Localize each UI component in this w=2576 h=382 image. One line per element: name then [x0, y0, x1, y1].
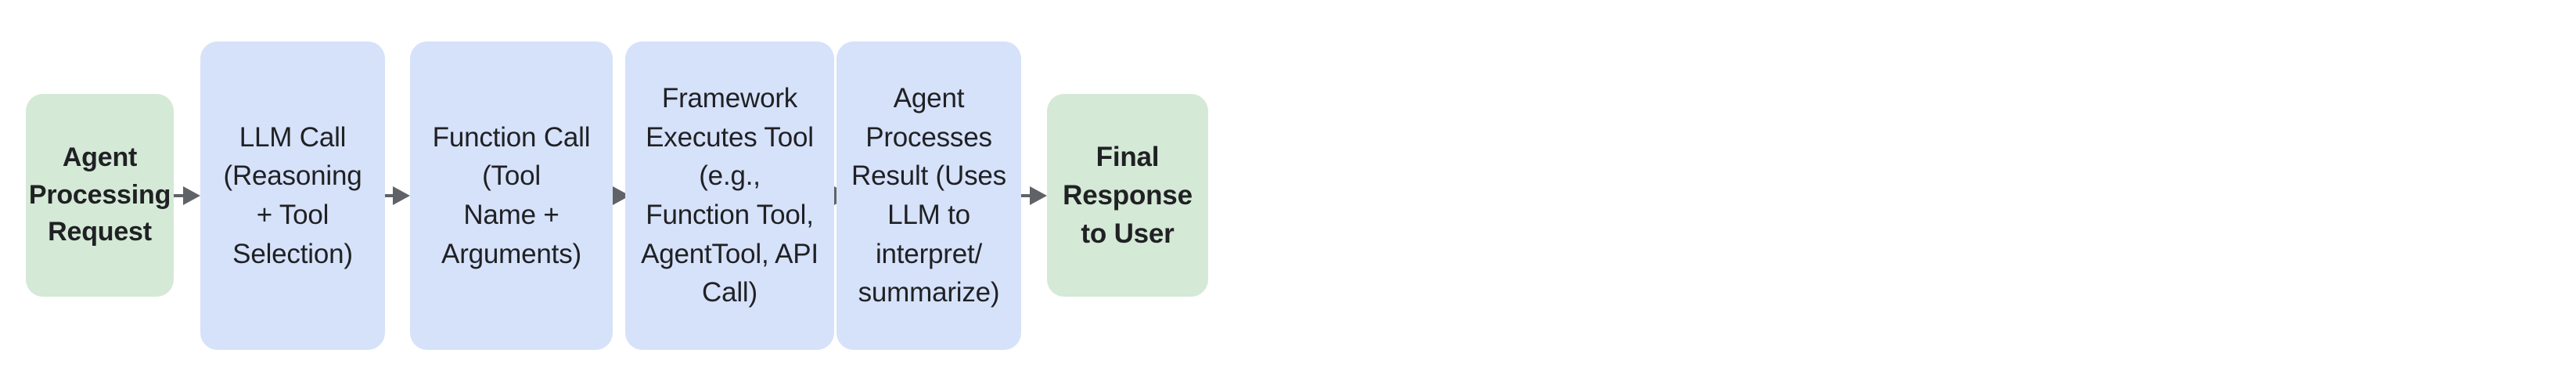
flow-node-label: Final Response to User [1063, 142, 1193, 249]
flow-node-agent-processing-request[interactable]: Agent Processing Request [26, 94, 174, 297]
flow-node-function-call[interactable]: Function Call (Tool Name + Arguments) [410, 41, 613, 350]
flow-connector-agent-processes-result-to-final-response-to-user [1021, 186, 1047, 205]
flow-node-label: Function Call (Tool Name + Arguments) [432, 121, 591, 269]
right-arrow-icon [1030, 186, 1047, 205]
right-arrow-icon [183, 186, 200, 205]
flow-connector-agent-processing-request-to-llm-call [174, 186, 200, 205]
flow-node-label: LLM Call (Reasoning + Tool Selection) [223, 121, 362, 269]
flow-connector-function-call-to-framework-executes-tool [613, 186, 630, 205]
flow-connector-llm-call-to-function-call [385, 186, 410, 205]
connector-shaft [385, 194, 393, 197]
flow-node-label: Framework Executes Tool (e.g., Function … [641, 82, 818, 308]
flow-node-label: Agent Processes Result (Uses LLM to inte… [851, 82, 1006, 308]
flow-node-final-response-to-user[interactable]: Final Response to User [1047, 94, 1208, 297]
connector-shaft [1021, 194, 1030, 197]
connector-shaft [174, 194, 183, 197]
flow-node-llm-call[interactable]: LLM Call (Reasoning + Tool Selection) [200, 41, 385, 350]
flow-node-agent-processes-result[interactable]: Agent Processes Result (Uses LLM to inte… [836, 41, 1021, 350]
flow-node-label: Agent Processing Request [28, 142, 171, 247]
flow-node-framework-executes-tool[interactable]: Framework Executes Tool (e.g., Function … [625, 41, 834, 350]
right-arrow-icon [393, 186, 410, 205]
